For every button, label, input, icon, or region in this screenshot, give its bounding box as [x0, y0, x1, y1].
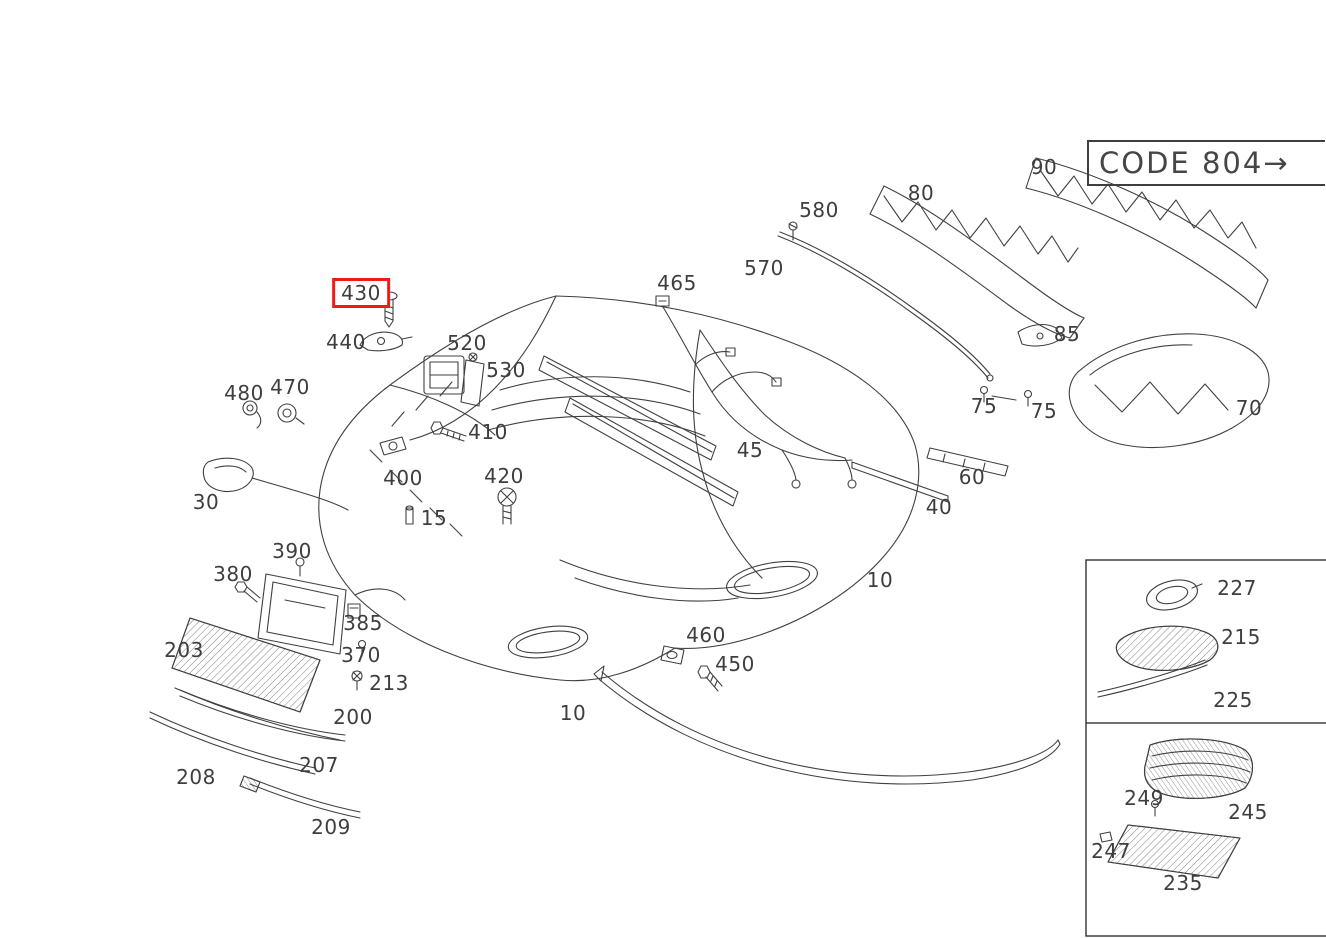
part-label-450-24[interactable]: 450 — [715, 652, 755, 676]
part-label-15-9[interactable]: 15 — [420, 506, 448, 530]
part-label-235-43[interactable]: 235 — [1163, 871, 1203, 895]
part-label-80-28[interactable]: 80 — [907, 181, 935, 205]
bumper-cover-drawing — [318, 295, 920, 682]
part-label-460-23[interactable]: 460 — [686, 623, 726, 647]
connector-465-drawing — [655, 295, 670, 307]
part-label-40-36[interactable]: 40 — [925, 495, 953, 519]
part-label-90-29[interactable]: 90 — [1030, 155, 1058, 179]
code-box: CODE 804→ — [1087, 140, 1325, 186]
code-label: CODE 804→ — [1099, 146, 1290, 180]
crossmember-80-drawing — [869, 185, 1085, 339]
strip-40-drawing — [851, 461, 949, 503]
bracket-85-drawing — [1017, 323, 1063, 347]
liner-70-drawing — [1068, 333, 1270, 449]
part-label-209-20[interactable]: 209 — [311, 815, 351, 839]
part-label-530-3[interactable]: 530 — [486, 358, 526, 382]
inset-panel-borders — [1085, 559, 1326, 937]
part-label-400-7[interactable]: 400 — [383, 466, 423, 490]
part-label-213-15[interactable]: 213 — [369, 671, 409, 695]
part-label-249-40[interactable]: 249 — [1124, 786, 1164, 810]
lower-trim-strip-drawing — [593, 665, 1061, 785]
sensors-drawing — [242, 400, 305, 429]
license-bracket-drawing — [257, 557, 367, 657]
part-label-75-31[interactable]: 75 — [970, 394, 998, 418]
fasteners-drawing — [234, 291, 723, 692]
part-label-207-18[interactable]: 207 — [299, 753, 339, 777]
part-label-10-22[interactable]: 10 — [866, 568, 894, 592]
part-label-570-27[interactable]: 570 — [744, 256, 784, 280]
part-label-370-14[interactable]: 370 — [341, 643, 381, 667]
part-label-85-30[interactable]: 85 — [1053, 322, 1081, 346]
part-label-480-4[interactable]: 480 — [224, 381, 264, 405]
part-label-75-32[interactable]: 75 — [1030, 399, 1058, 423]
clips-75-drawing — [979, 385, 1033, 407]
part-label-60-35[interactable]: 60 — [958, 465, 986, 489]
part-label-200-17[interactable]: 200 — [333, 705, 373, 729]
part-label-385-13[interactable]: 385 — [343, 611, 383, 635]
part-label-380-12[interactable]: 380 — [213, 562, 253, 586]
part-label-247-42[interactable]: 247 — [1091, 839, 1131, 863]
strip-60-drawing — [926, 447, 1009, 477]
part-label-465-25[interactable]: 465 — [657, 271, 697, 295]
crossmember-90-drawing — [1025, 157, 1269, 309]
part-label-420-8[interactable]: 420 — [484, 464, 524, 488]
lower-strips-drawing — [149, 687, 361, 819]
part-label-430-0[interactable]: 430 — [332, 278, 390, 308]
part-label-410-6[interactable]: 410 — [468, 420, 508, 444]
grille-slats-drawing — [538, 355, 739, 507]
part-label-227-37[interactable]: 227 — [1217, 576, 1257, 600]
cable-570-drawing — [777, 231, 994, 382]
part-label-245-41[interactable]: 245 — [1228, 800, 1268, 824]
part-label-225-39[interactable]: 225 — [1213, 688, 1253, 712]
part-label-203-16[interactable]: 203 — [164, 638, 204, 662]
part-label-470-5[interactable]: 470 — [270, 375, 310, 399]
wiring-harness-drawing — [655, 295, 857, 489]
part-label-10-21[interactable]: 10 — [559, 701, 587, 725]
part-label-390-11[interactable]: 390 — [272, 539, 312, 563]
grille-203-drawing — [171, 617, 321, 713]
part-label-580-26[interactable]: 580 — [799, 198, 839, 222]
part-label-70-33[interactable]: 70 — [1235, 396, 1263, 420]
part-label-215-38[interactable]: 215 — [1221, 625, 1261, 649]
clip-580-drawing — [788, 221, 798, 241]
inset-grille-drawing — [1099, 738, 1254, 879]
part-label-208-19[interactable]: 208 — [176, 765, 216, 789]
part-label-45-34[interactable]: 45 — [736, 438, 764, 462]
inset-fog-trim-drawing — [1097, 579, 1219, 698]
tow-cover-30-drawing — [202, 457, 349, 511]
part-label-30-10[interactable]: 30 — [192, 490, 220, 514]
part-label-440-1[interactable]: 440 — [326, 330, 366, 354]
part-label-520-2[interactable]: 520 — [447, 331, 487, 355]
